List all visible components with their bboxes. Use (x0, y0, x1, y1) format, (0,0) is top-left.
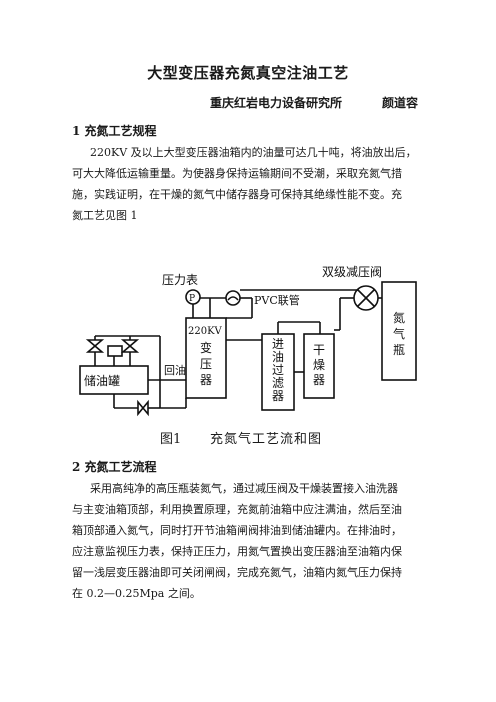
dryer-box (303, 333, 335, 399)
nitrogen-char: 气 (393, 326, 405, 341)
dryer-char: 干 (313, 343, 325, 357)
paragraph-line: 箱顶部通入氮气，同时打开节油箱闸阀排油到储油罐内。在排油时， (72, 524, 402, 537)
section-2-paragraph: 采用高纯净的高压瓶装氮气，通过减压阀及干燥装置接入油洗器 与主变油箱顶部，利用换… (72, 478, 434, 604)
paragraph-line: 与主变油箱顶部，利用换置原理，充氮前油箱中应注满油，然后至油 (72, 503, 402, 516)
transformer-char: 压 (200, 357, 212, 371)
transformer-box (185, 317, 227, 399)
filter-char: 油 (272, 350, 284, 364)
double-reducer-label: 双级减压阀 (322, 265, 382, 279)
author-name: 颜道容 (382, 96, 419, 110)
pressure-gauge-label: 压力表 (162, 273, 198, 287)
document-title: 大型变压器充氮真空注油工艺 (147, 64, 349, 82)
nitrogen-cylinder-box (381, 281, 417, 381)
storage-tank-label: 储油罐 (84, 373, 120, 388)
filter-char: 过 (272, 363, 284, 377)
pvc-pipe-label: PVC联管 (254, 293, 300, 307)
transformer-rating: 220KV (188, 326, 223, 337)
return-oil-label: 回油 (164, 363, 186, 377)
filter-char: 器 (272, 389, 284, 403)
author-organization: 重庆红岩电力设备研究所 (210, 96, 343, 110)
tank-valve-left (85, 339, 105, 353)
tank-valve-right (120, 339, 140, 353)
gauge-symbol-letter: P (189, 294, 195, 304)
filter-char: 进 (272, 337, 284, 351)
drain-valve (137, 399, 149, 417)
section-1-paragraph: 220KV 及以上大型变压器油箱内的油量可达几十吨，将油放出后， 可大大降低运输… (72, 142, 434, 226)
nitrogen-char: 氮 (393, 310, 405, 325)
figure-caption: 充氮气工艺流和图 (210, 432, 323, 447)
paragraph-line: 220KV 及以上大型变压器油箱内的油量可达几十吨，将油放出后， (90, 146, 417, 159)
section-1-heading: 1 充氮工艺规程 (72, 124, 157, 138)
paragraph-line: 施，实践证明，在干燥的氮气中储存器身可保持其绝缘性能不变。充 (72, 188, 402, 201)
paragraph-line: 应注意监视压力表，保持正压力，用氮气置换出变压器油至油箱内保 (72, 545, 402, 558)
section-2-heading: 2 充氮工艺流程 (72, 460, 157, 474)
paragraph-line: 留一浅层变压器油即可关闭闸阀，完成充氮气，油箱内氮气压力保持 (72, 566, 402, 579)
paragraph-line: 可大大降低运输重量。为使器身保持运输期间不受潮，采取充氮气措 (72, 167, 402, 180)
transformer-char: 器 (200, 373, 212, 387)
figure-number: 图1 (160, 432, 182, 447)
nitrogen-char: 瓶 (393, 343, 405, 357)
filter-char: 滤 (272, 376, 284, 390)
transformer-char: 变 (200, 340, 212, 355)
paragraph-line: 采用高纯净的高压瓶装氮气，通过减压阀及干燥装置接入油洗器 (90, 482, 398, 495)
dryer-char: 器 (313, 373, 325, 387)
paragraph-line: 在 0.2—0.25Mpa 之间。 (72, 587, 201, 600)
dryer-char: 燥 (313, 358, 325, 372)
paragraph-line: 氮工艺见图 1 (72, 209, 138, 222)
